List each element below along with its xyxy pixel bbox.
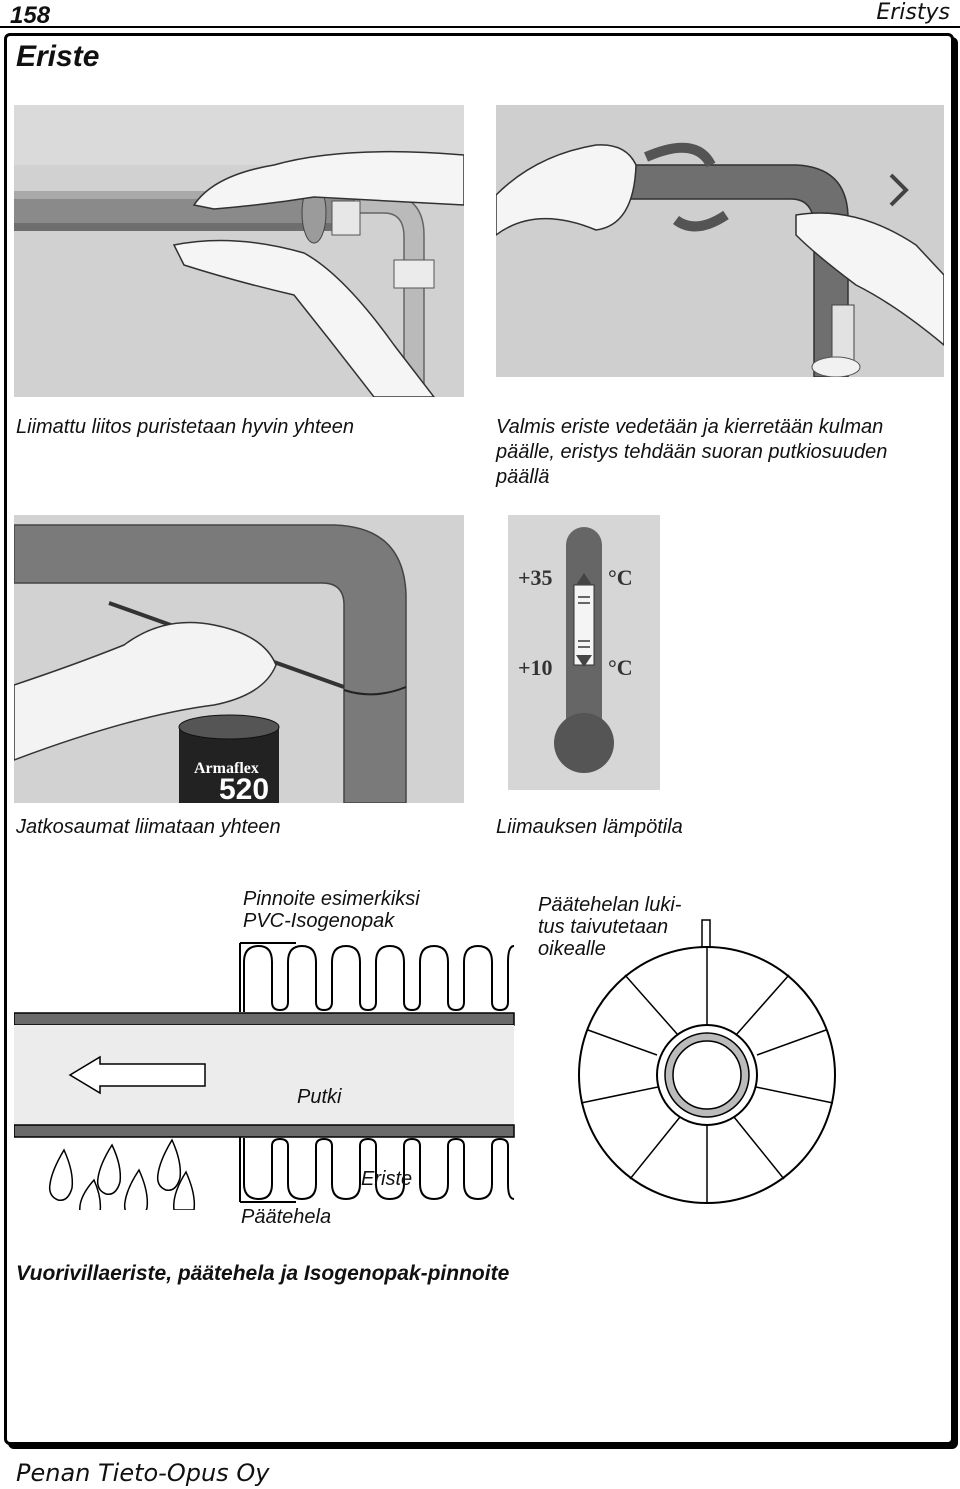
coating-label-line2: PVC-Isogenopak bbox=[243, 910, 395, 932]
diagram-title: Vuorivillaeriste, päätehela ja Isogenopa… bbox=[16, 1262, 510, 1285]
caption-photo2-line3: päällä bbox=[496, 466, 550, 488]
caption-photo2-line2: päälle, eristys tehdään suoran putkiosuu… bbox=[496, 441, 888, 463]
thermo-upper-unit: °C bbox=[608, 565, 633, 590]
coating-label-line1: Pinnoite esimerkiksi bbox=[243, 888, 420, 910]
caption-photo4: Liimauksen lämpötila bbox=[496, 816, 683, 838]
caption-photo1: Liimattu liitos puristetaan hyvin yhteen bbox=[16, 416, 354, 438]
endplate-label: Päätehela bbox=[241, 1206, 332, 1228]
photo-glued-joint bbox=[14, 105, 464, 397]
pipe-section-diagram bbox=[14, 942, 515, 1210]
header-rule bbox=[0, 26, 960, 28]
pipe-label: Putki bbox=[297, 1086, 342, 1108]
caption-photo2: Valmis eriste vedetään ja kierretään kul… bbox=[496, 415, 887, 490]
footer-publisher: Penan Tieto-Opus Oy bbox=[16, 1459, 270, 1487]
endcap-label-line3: oikealle bbox=[538, 938, 606, 960]
photo-gluing-seams: Armaflex 520 bbox=[14, 515, 464, 806]
page-title: Eriste bbox=[16, 40, 100, 73]
glue-can-brand: Armaflex bbox=[194, 760, 259, 777]
photo-insulation-bend bbox=[496, 105, 944, 377]
endcap-diagram bbox=[578, 919, 836, 1204]
page-number: 158 bbox=[10, 2, 51, 29]
thermo-lower-unit: °C bbox=[608, 655, 633, 680]
photo-thermometer: +35 °C +10 °C bbox=[508, 515, 660, 790]
section-title: Eristys bbox=[876, 0, 950, 25]
glue-can-number: 520 bbox=[219, 773, 270, 806]
insulation-label: Eriste bbox=[361, 1168, 413, 1190]
thermo-upper-value: +35 bbox=[518, 565, 553, 590]
endcap-label-line1: Päätehelan luki- bbox=[538, 894, 682, 916]
endcap-label-line2: tus taivutetaan bbox=[538, 916, 669, 938]
caption-photo3: Jatkosaumat liimataan yhteen bbox=[16, 816, 281, 838]
thermo-lower-value: +10 bbox=[518, 655, 553, 680]
caption-photo2-line1: Valmis eriste vedetään ja kierretään kul… bbox=[496, 416, 884, 438]
endcap-label: Päätehelan luki- tus taivutetaan oikeall… bbox=[538, 894, 681, 960]
coating-label: Pinnoite esimerkiksi PVC-Isogenopak bbox=[243, 888, 420, 932]
